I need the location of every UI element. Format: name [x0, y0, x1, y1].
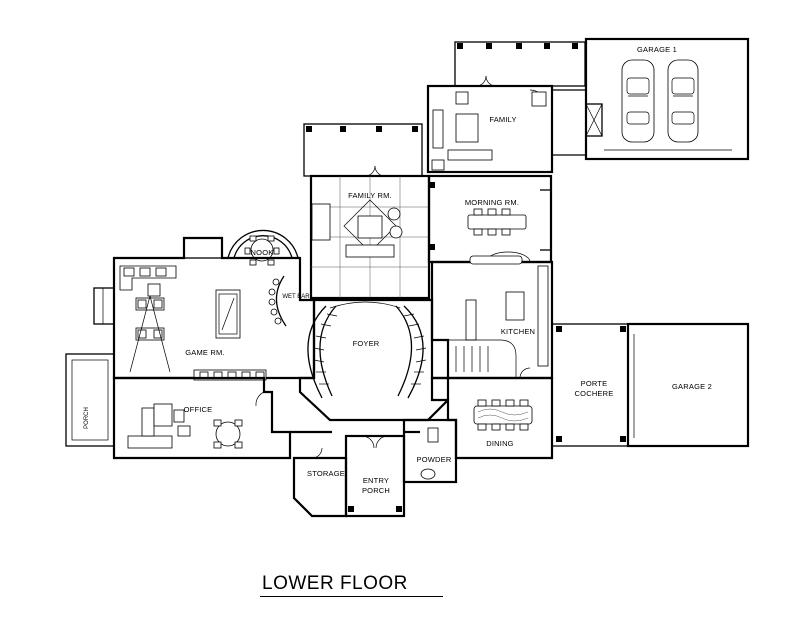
room-label-morning-rm: MORNING RM.	[465, 198, 519, 207]
room-label-family: FAMILY	[489, 115, 516, 124]
car-icon	[667, 59, 699, 143]
room-label-family-rm: FAMILY RM.	[348, 191, 392, 200]
foyer: FOYER	[298, 298, 450, 422]
morning-room: MORNING RM.	[427, 174, 553, 264]
room-label-wet-bar: WET BAR	[282, 294, 310, 300]
garage-2: GARAGE 2	[626, 322, 750, 448]
porte-cochere: PORTE COCHERE	[551, 323, 629, 447]
nook: NOOK	[227, 229, 299, 266]
kitchen: KITCHEN	[430, 255, 554, 380]
room-label-porte-cochere: PORTE	[581, 379, 608, 388]
room-label-entry-porch: ENTRY	[363, 476, 389, 485]
room-label-garage-2: GARAGE 2	[672, 382, 712, 391]
room-label-storage: STORAGE	[307, 469, 345, 478]
room-label-porch: PORCH	[84, 407, 90, 429]
room-label-kitchen: KITCHEN	[501, 327, 535, 336]
family-room: FAMILY RM.	[303, 123, 431, 300]
car-icon	[621, 59, 655, 143]
room-label-dining: DINING	[486, 439, 513, 448]
powder: POWDER	[402, 418, 458, 484]
plan-title: LOWER FLOOR	[262, 573, 408, 594]
garage-1: GARAGE 1	[584, 37, 750, 161]
title-underline	[260, 596, 443, 597]
storage: STORAGE	[292, 447, 348, 518]
room-label-foyer: FOYER	[353, 339, 380, 348]
family-wing: FAMILY	[426, 41, 603, 174]
room-label-game-rm: GAME RM.	[185, 348, 225, 357]
entry-porch: ENTRY PORCH	[344, 434, 406, 518]
room-label-garage-1: GARAGE 1	[637, 45, 677, 54]
game-room: GAME RM. WET BAR	[93, 236, 316, 381]
room-label-office: OFFICE	[184, 405, 213, 414]
room-label-nook: NOOK	[251, 248, 274, 257]
room-label-powder: POWDER	[417, 455, 452, 464]
office: PORCH OFFICE	[65, 353, 292, 460]
dining: DINING	[430, 376, 554, 460]
room-label-entry-porch-2: PORCH	[362, 486, 390, 495]
room-label-porte-cochere-2: COCHERE	[575, 389, 614, 398]
